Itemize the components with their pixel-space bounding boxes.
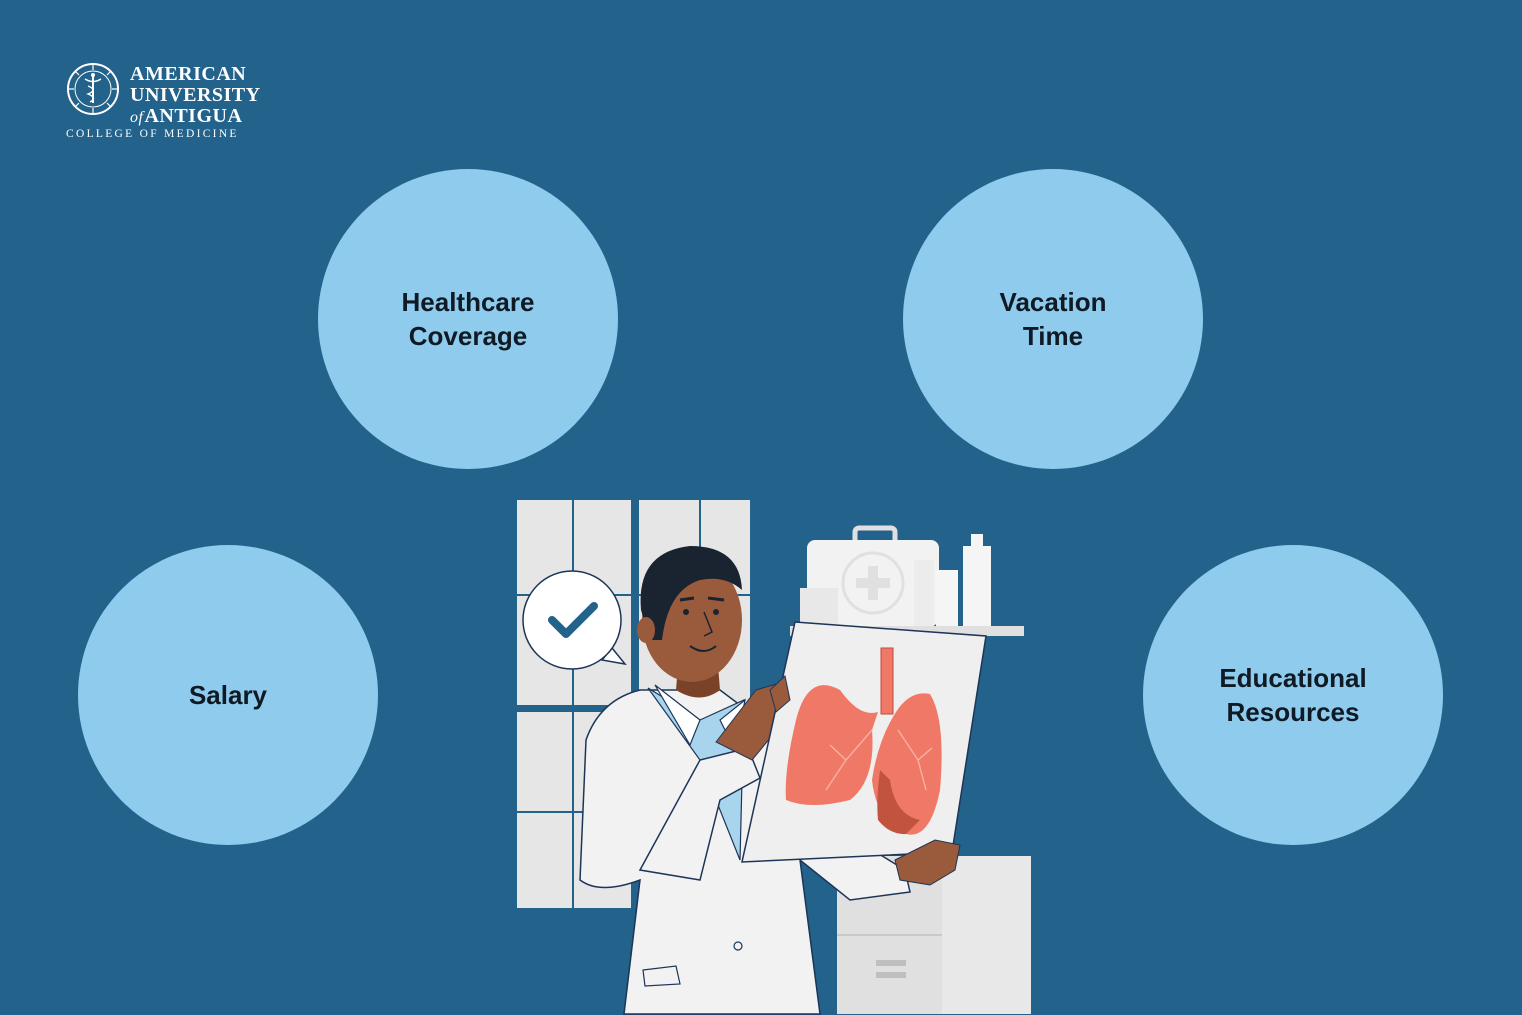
lung-xray-sheet <box>741 621 987 863</box>
circle-label-line2: Time <box>1022 321 1084 351</box>
doctor-illustration <box>517 500 1031 1015</box>
circle-salary: Salary <box>78 545 378 845</box>
lungs-icon <box>785 647 942 835</box>
logo-line-antigua: ANTIGUA <box>144 105 243 127</box>
circle-label-line1: Healthcare <box>401 287 535 317</box>
university-logo: AMERICAN UNIVERSITY ofANTIGUA COLLEGE OF… <box>60 60 280 145</box>
circle-label-line1: Educational <box>1219 663 1367 693</box>
medical-kit-icon <box>790 525 1024 636</box>
circle-label-line1: Salary <box>188 680 268 710</box>
logo-line-university: UNIVERSITY <box>130 84 261 106</box>
circle-label-line2: Resources <box>1226 697 1360 727</box>
circle-label-line1: Vacation <box>999 287 1107 317</box>
circle-vacation-time: Vacation Time <box>903 169 1203 469</box>
logo-line-american: AMERICAN <box>130 63 247 85</box>
logo-subtitle: COLLEGE OF MEDICINE <box>66 128 239 140</box>
checkmark-bubble-icon <box>522 570 627 670</box>
circle-educational-resources: Educational Resources <box>1143 545 1443 845</box>
circle-label-line2: Coverage <box>408 321 528 351</box>
caduceus-seal-icon <box>67 63 119 115</box>
logo-line-of: of <box>130 109 144 126</box>
circle-healthcare-coverage: Healthcare Coverage <box>318 169 618 469</box>
